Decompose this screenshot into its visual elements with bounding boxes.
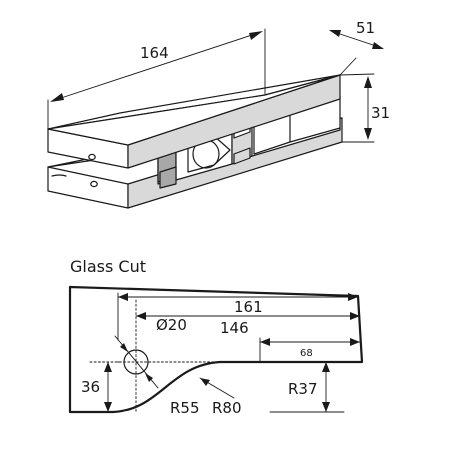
clamp-isometric-view: 164 51 31 (47, 19, 390, 209)
glass-cut-outline (68, 285, 364, 414)
upper-plate (47, 74, 341, 188)
dim-length-164: 164 (140, 44, 169, 62)
glass-cut-view: Glass Cut 161 146 68 Ø20 36 (68, 257, 364, 417)
dim-hole-diameter: Ø20 (156, 316, 187, 334)
clamp-mechanism (157, 95, 341, 189)
screw-hole (88, 153, 96, 161)
dim-68: 68 (300, 348, 313, 359)
dim-r55: R55 (170, 399, 200, 417)
dim-width-51: 51 (356, 19, 375, 37)
dim-r80: R80 (212, 399, 242, 417)
dim-146: 146 (220, 319, 249, 337)
screw-hole (90, 180, 98, 188)
dim-r37: R37 (288, 380, 318, 398)
glass-cut-title: Glass Cut (70, 257, 146, 276)
dim-36: 36 (81, 378, 100, 396)
dim-161: 161 (234, 298, 263, 316)
dim-height-31: 31 (371, 104, 390, 122)
